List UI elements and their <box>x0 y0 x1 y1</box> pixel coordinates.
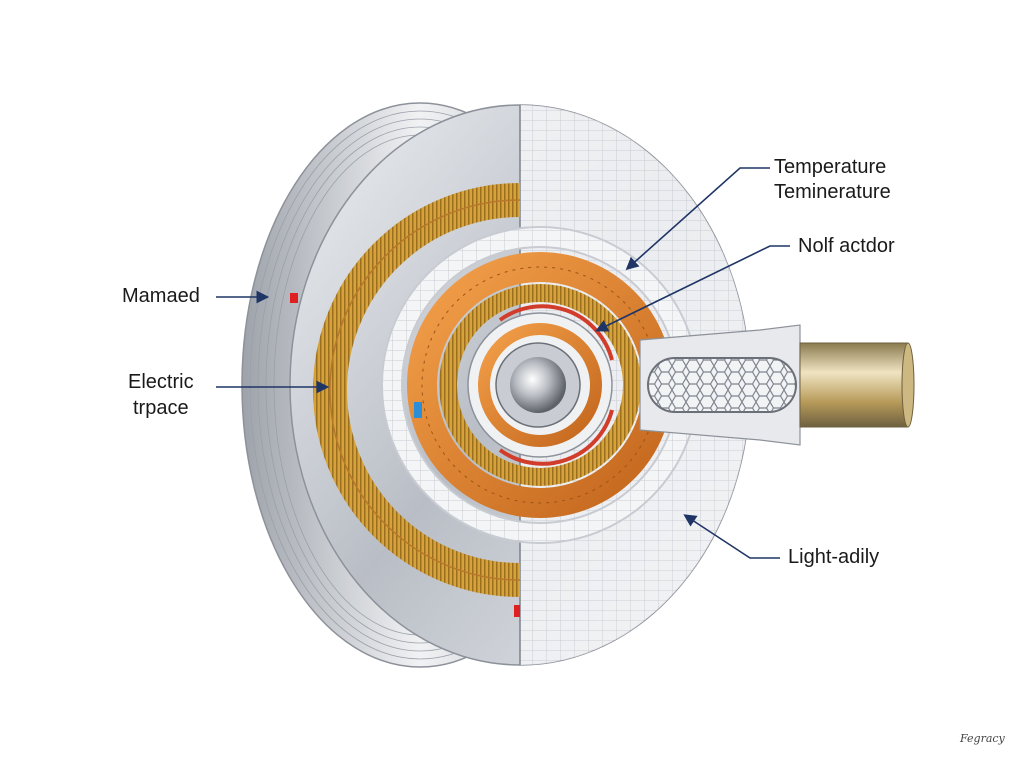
stator-winding-outer <box>313 183 521 597</box>
rotor-hub <box>495 342 581 428</box>
label-light-adily: Light-adily <box>788 546 880 568</box>
artist-signature: Fegracy <box>960 732 1005 745</box>
label-teminerature: Teminerature <box>774 181 891 203</box>
output-shaft <box>799 342 915 428</box>
leader-light-adily <box>683 514 780 559</box>
label-nolf-actdor: Nolf actdor <box>798 235 895 257</box>
leader-temperature <box>625 167 770 271</box>
shaft-housing <box>639 324 801 446</box>
label-mamaed: Mamaed <box>122 285 200 307</box>
leader-nolf-actdor <box>595 245 790 332</box>
leader-lines <box>216 167 790 559</box>
label-temperature: Temperature <box>774 156 887 178</box>
gold-coil-ring <box>439 284 641 486</box>
red-marker <box>290 293 298 303</box>
blue-marker <box>414 402 422 418</box>
label-electric: Electric <box>128 371 194 393</box>
label-trpace: trpace <box>133 397 189 419</box>
red-marker-bottom <box>514 605 520 617</box>
